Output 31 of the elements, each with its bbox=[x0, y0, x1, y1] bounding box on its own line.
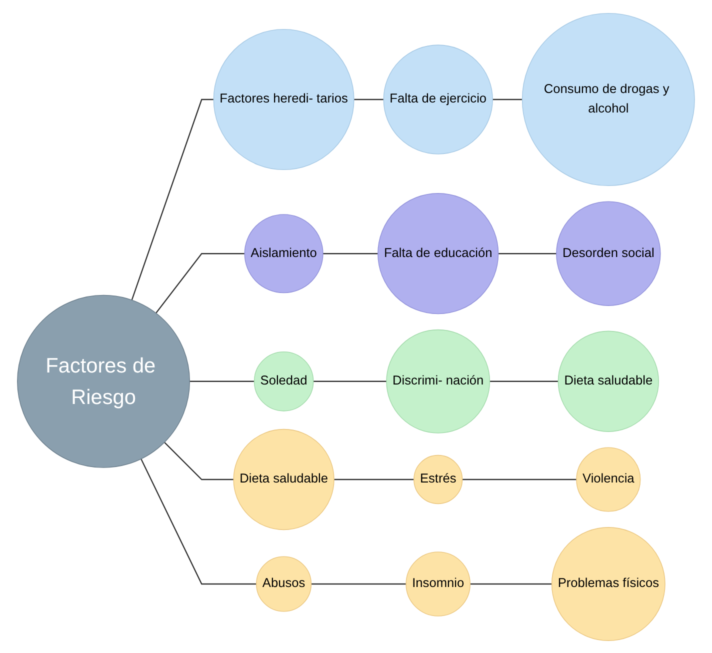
node-circle: Falta de educación bbox=[378, 192, 499, 314]
node-circle: Factores heredi- tarios bbox=[213, 28, 354, 170]
connector bbox=[490, 380, 558, 382]
node-circle: Factores de Riesgo bbox=[17, 294, 190, 468]
node-circle: Violencia bbox=[576, 446, 641, 512]
connector bbox=[498, 252, 556, 254]
node-circle: Falta de ejercicio bbox=[383, 44, 493, 154]
connector bbox=[354, 98, 384, 100]
connector bbox=[334, 478, 414, 480]
node-circle: Insomnio bbox=[406, 551, 471, 616]
connector bbox=[156, 252, 245, 313]
node-circle: Dieta saludable bbox=[233, 428, 334, 530]
node-circle: Desorden social bbox=[556, 200, 661, 306]
node-circle: Dieta saludable bbox=[558, 330, 660, 432]
node-circle: Estrés bbox=[414, 454, 463, 504]
connector bbox=[311, 582, 406, 584]
node-circle: Abusos bbox=[256, 556, 312, 612]
connector bbox=[313, 380, 387, 382]
connector bbox=[322, 252, 378, 254]
connector bbox=[190, 380, 254, 382]
node-circle: Problemas físicos bbox=[551, 526, 666, 640]
connector bbox=[131, 98, 214, 300]
connector bbox=[140, 458, 256, 584]
node-circle: Discrimi- nación bbox=[386, 328, 490, 433]
node-circle: Consumo de drogas y alcohol bbox=[522, 12, 695, 186]
connector bbox=[492, 98, 522, 100]
connector bbox=[164, 441, 234, 480]
node-circle: Aislamiento bbox=[244, 214, 324, 293]
connector bbox=[462, 478, 577, 480]
node-circle: Soledad bbox=[254, 350, 314, 411]
connector bbox=[470, 582, 552, 584]
